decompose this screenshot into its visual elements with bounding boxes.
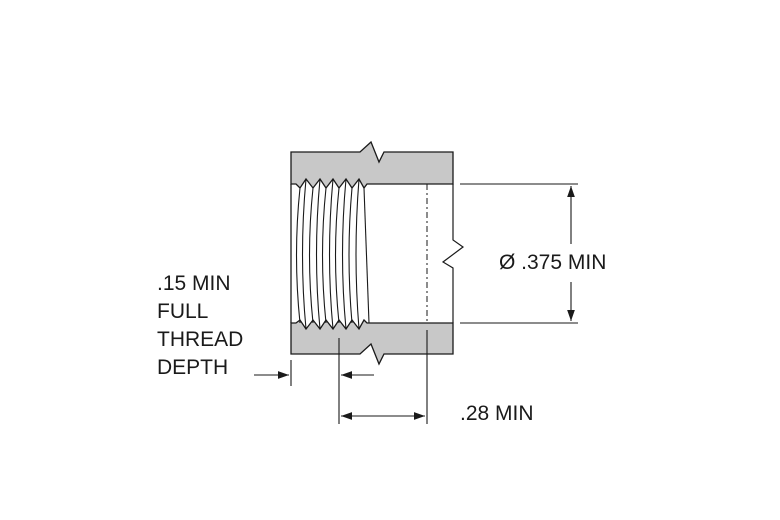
thread-depth-line-3: THREAD [157,328,244,351]
diameter-dimension [460,183,578,324]
thread-lines [295,178,370,330]
bottom-wall-section [290,318,454,366]
thread-depth-line-1: .15 MIN [157,272,231,295]
bore-diameter-label: Ø .375 MIN [499,251,607,274]
right-break-mark [441,184,465,323]
thread-depth-dimension [254,338,374,424]
thread-depth-label: .15 MIN FULL THREAD DEPTH [157,270,243,382]
thread-depth-line-4: DEPTH [157,356,229,379]
thread-depth-line-2: FULL [157,300,209,323]
top-wall-section [290,140,454,190]
bore-depth-label: .28 MIN [460,402,534,425]
bore-depth-dimension [341,330,428,424]
